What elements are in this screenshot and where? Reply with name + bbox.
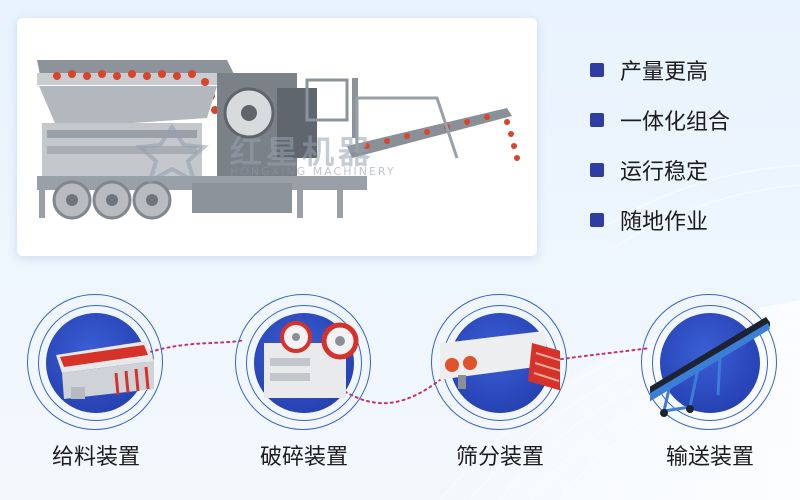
component-screen <box>431 294 567 430</box>
component-conveyor <box>641 294 777 430</box>
square-bullet-icon <box>590 213 604 227</box>
component-label: 破碎装置 <box>259 445 348 470</box>
brand-watermark-en: HONGXING MACHINERY <box>230 165 396 178</box>
outer-ring <box>641 294 777 430</box>
feature-item: 产量更高 <box>590 45 790 95</box>
feature-label: 随地作业 <box>620 210 709 235</box>
feature-label: 一体化组合 <box>620 110 731 135</box>
feature-item: 一体化组合 <box>590 95 790 145</box>
vibrating-screen-icon <box>440 331 560 391</box>
brand-watermark: 红星机器 HONGXING MACHINERY <box>132 123 432 183</box>
component-label: 给料装置 <box>51 445 140 470</box>
feature-item: 随地作业 <box>590 195 790 245</box>
component-label: 输送装置 <box>665 445 754 470</box>
brand-logo-icon <box>135 123 209 183</box>
component-feeder <box>27 294 163 430</box>
component-label: 筛分装置 <box>455 445 544 470</box>
outer-ring <box>27 294 163 430</box>
square-bullet-icon <box>590 113 604 127</box>
middle-ring <box>246 305 362 421</box>
belt-conveyor-icon <box>650 317 770 417</box>
square-bullet-icon <box>590 163 604 177</box>
vibrating-feeder-icon <box>56 341 154 399</box>
hero-image-card: 红星机器 HONGXING MACHINERY <box>17 18 537 256</box>
square-bullet-icon <box>590 63 604 77</box>
jaw-crusher-icon <box>264 321 359 398</box>
middle-ring <box>652 305 768 421</box>
component-crusher <box>235 294 371 430</box>
feature-label: 产量更高 <box>620 60 709 85</box>
outer-ring <box>235 294 371 430</box>
brand-watermark-text: 红星机器 <box>230 133 375 171</box>
outer-ring <box>431 294 567 430</box>
feature-item: 运行稳定 <box>590 145 790 195</box>
feature-list: 产量更高 一体化组合 运行稳定 随地作业 <box>590 45 790 245</box>
feature-label: 运行稳定 <box>620 160 709 185</box>
